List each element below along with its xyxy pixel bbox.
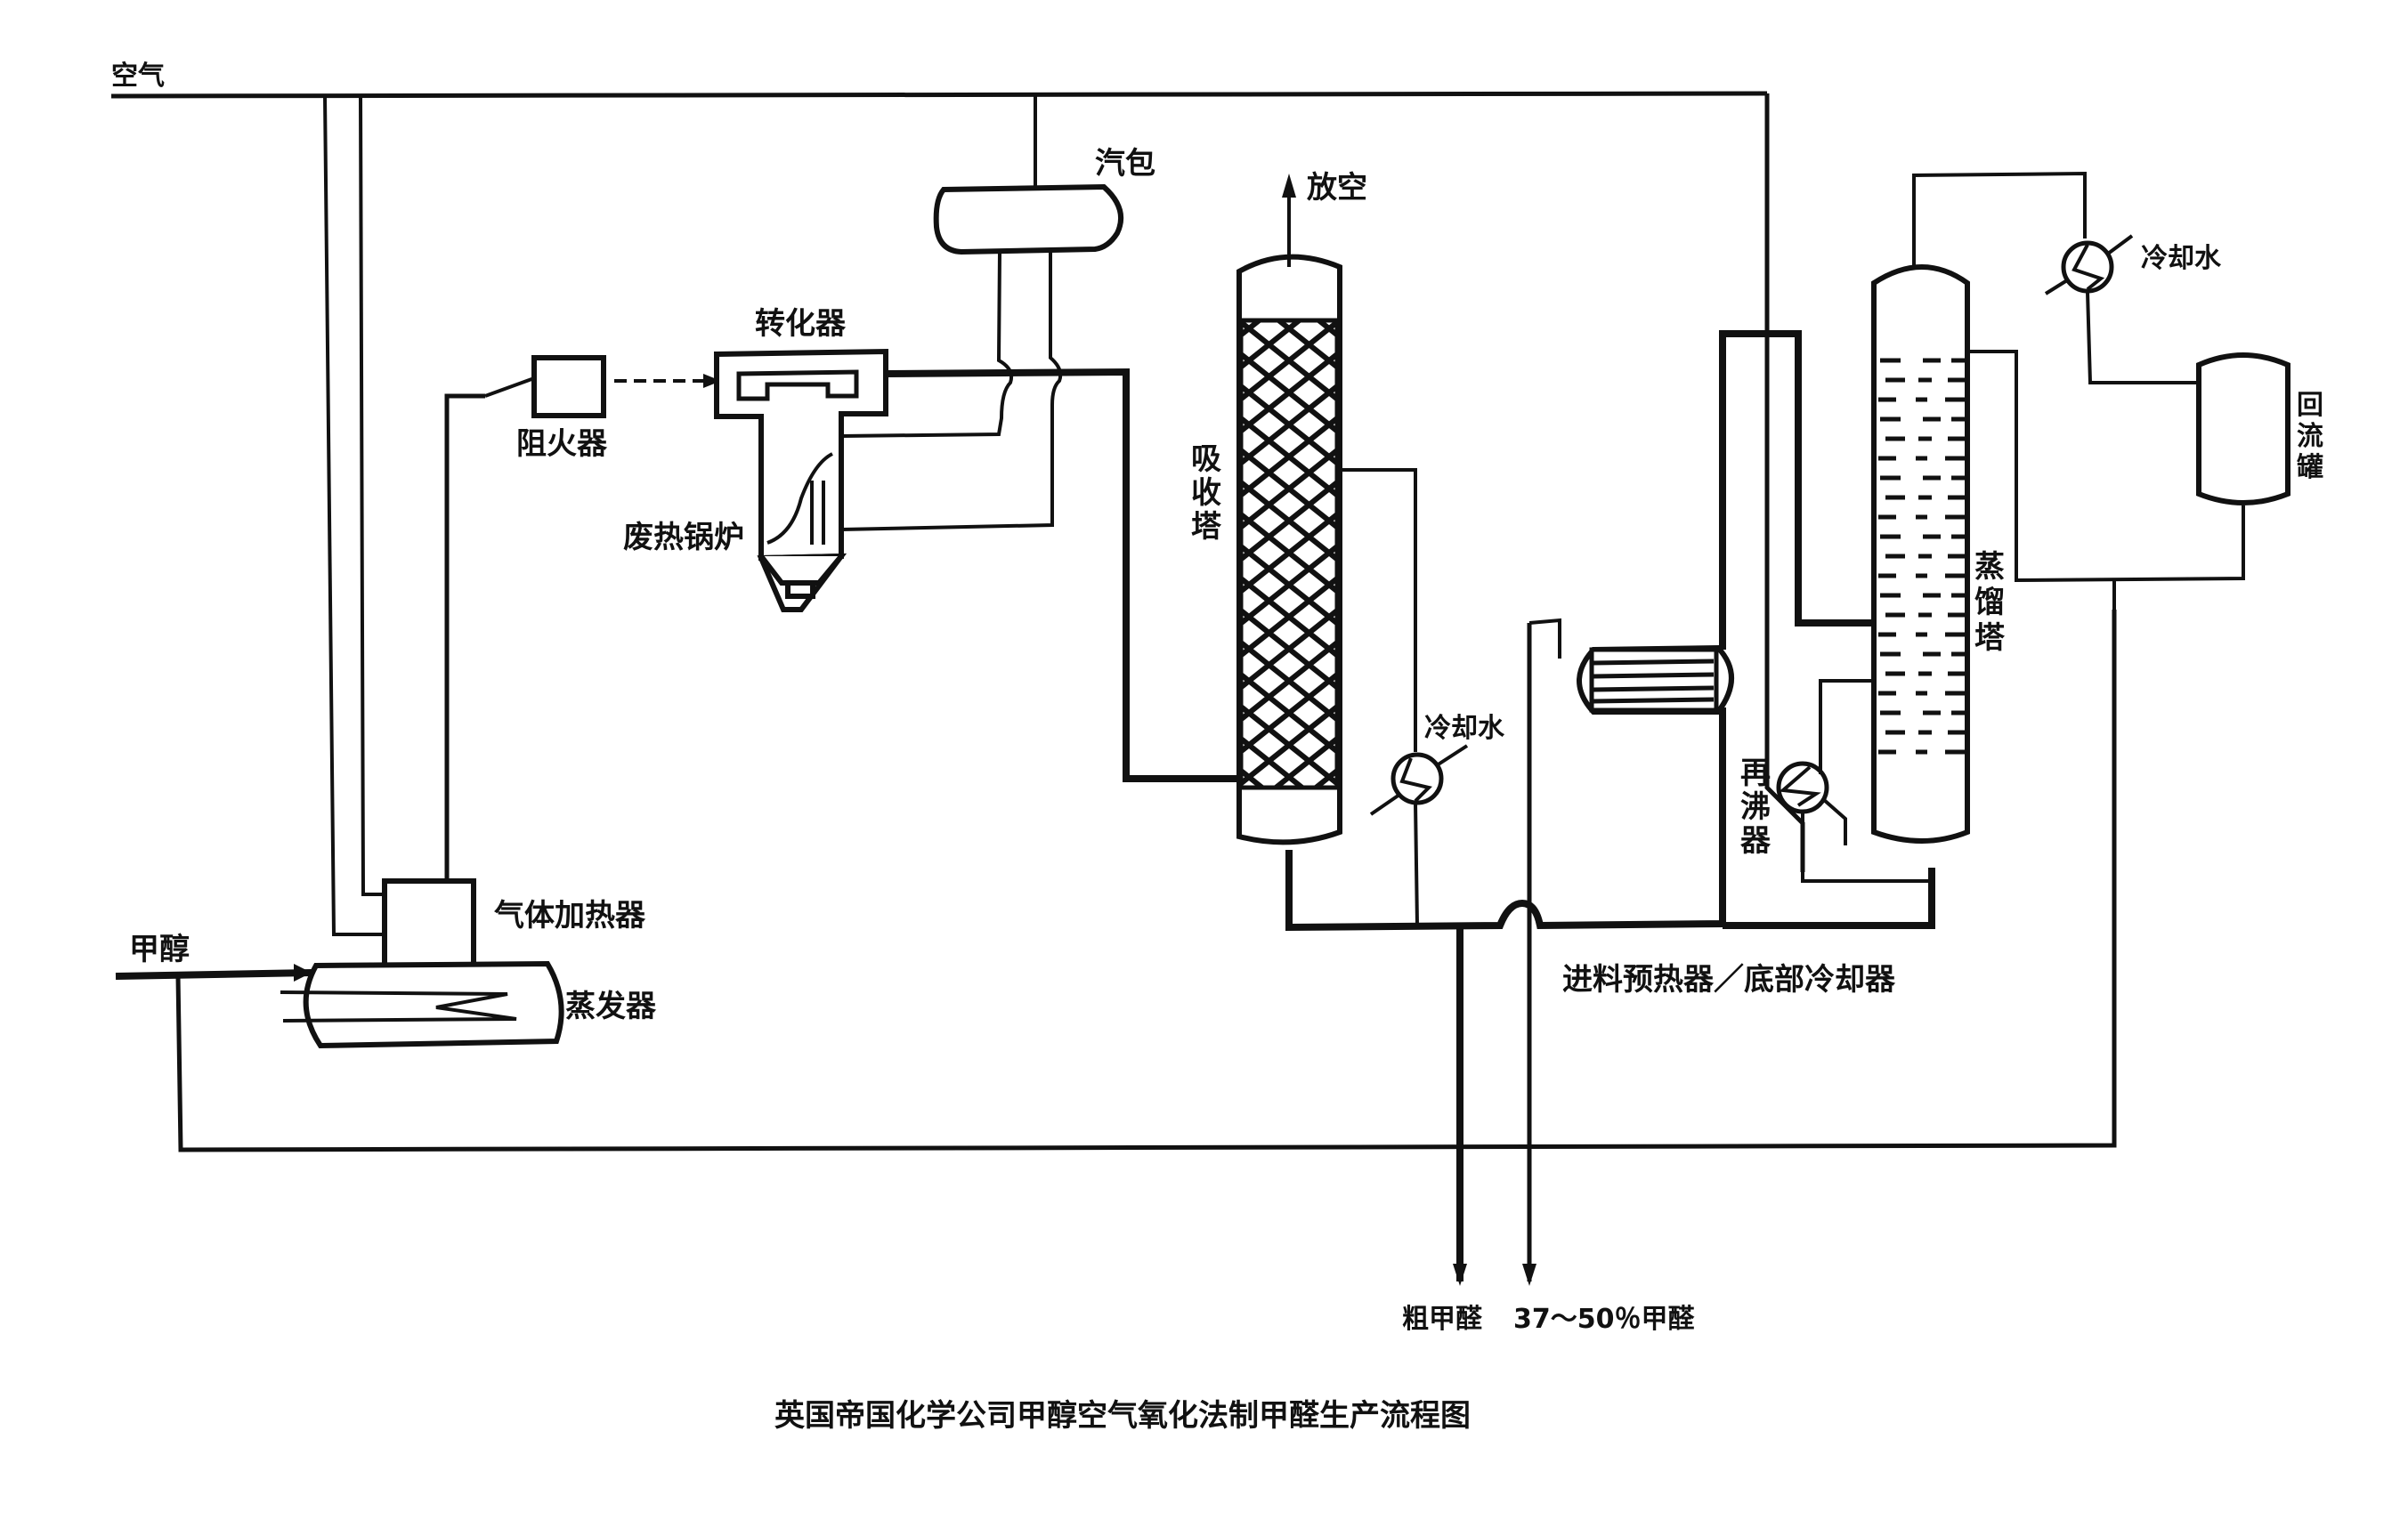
vent-arrow-icon	[1282, 174, 1296, 198]
crude-formaldehyde-label: 粗甲醛	[1402, 1304, 1483, 1335]
vent-label: 放空	[1307, 170, 1367, 206]
packing-line	[1273, 736, 1337, 786]
packing-line	[1241, 384, 1337, 465]
converter-label: 转化器	[755, 306, 847, 342]
air-label: 空气	[111, 61, 165, 92]
absorber-cooling-water-label: 冷却水	[1424, 713, 1505, 744]
absorber-cooler: 冷却水	[1340, 468, 1505, 926]
product-formaldehyde-label: 37～50％甲醛	[1513, 1304, 1695, 1335]
packing-line	[1241, 704, 1337, 786]
flame-arrester: 阻火器	[516, 355, 721, 462]
distillation-label-1: 蒸	[1974, 549, 2005, 585]
feed-preheater: 进料预热器／底部冷却器	[1562, 644, 1896, 998]
packing-line	[1241, 640, 1337, 722]
absorber-bottom-line	[1285, 707, 1726, 932]
distillation-feed-line	[1719, 330, 1874, 650]
packing-line	[1241, 672, 1337, 754]
packing-line	[1241, 512, 1337, 594]
packing-line	[1241, 608, 1337, 690]
evaporator-label: 蒸发器	[565, 989, 657, 1024]
reflux-drum-label-2: 流	[2297, 421, 2323, 452]
arrow-icon	[703, 374, 721, 388]
gas-heater: 气体加热器	[382, 878, 646, 968]
distillation-bottoms-line	[1723, 868, 1935, 929]
distillation-tower: 蒸 馏 塔	[1871, 264, 2006, 844]
reboiler-label-1: 再	[1740, 756, 1771, 791]
methanol-feed: 甲醇	[115, 376, 2117, 1152]
packing-line	[1241, 352, 1337, 433]
flame-arrester-label: 阻火器	[516, 426, 608, 462]
distillation-label-2: 馏	[1974, 585, 2005, 620]
arrow-icon	[1453, 1264, 1467, 1286]
distillation-label-3: 塔	[1974, 620, 2006, 656]
packing-line	[1241, 544, 1337, 626]
preheater-cooler-label: 进料预热器／底部冷却器	[1562, 962, 1896, 998]
packing-line	[1241, 322, 1337, 401]
gas-heater-label: 气体加热器	[493, 898, 646, 934]
absorber-label-3: 塔	[1191, 509, 1222, 545]
reboiler-label-2: 沸	[1740, 789, 1771, 825]
absorber-label-1: 吸	[1191, 441, 1221, 477]
reflux-drum-label-3: 罐	[2297, 452, 2323, 483]
methanol-feed-label: 甲醇	[129, 932, 190, 967]
reflux-drum-label-1: 回	[2297, 390, 2323, 421]
packing-line	[1241, 416, 1337, 497]
steam-drum-label: 汽包	[1095, 146, 1155, 182]
distillation-trays	[1878, 358, 1966, 755]
packing-line	[1241, 448, 1337, 530]
waste-heat-boiler-label: 废热锅炉	[623, 520, 744, 555]
converter-outlet-line	[885, 368, 1237, 782]
reboiler-label-3: 器	[1740, 823, 1772, 859]
diagram-caption: 英国帝国化学公司甲醇空气氧化法制甲醛生产流程图	[774, 1398, 1471, 1434]
evaporator: 蒸发器	[280, 960, 657, 1049]
overhead-vapor-line	[1912, 171, 2087, 267]
packing-hatch	[1241, 322, 1337, 786]
packing-line	[1241, 576, 1337, 658]
reflux-drum: 回 流 罐	[1967, 350, 2323, 610]
condenser-cooling-water-label: 冷却水	[2141, 243, 2222, 274]
packing-line	[1313, 768, 1337, 786]
packing-line	[1241, 768, 1265, 786]
packing-line	[1241, 322, 1301, 369]
absorber-label-2: 收	[1191, 475, 1221, 511]
arrow-icon	[1522, 1264, 1536, 1286]
condenser: 冷却水	[2044, 234, 2222, 384]
waste-heat-boiler: 废热锅炉	[623, 452, 847, 612]
steam-drum: 汽包	[840, 93, 1155, 531]
arrow-icon	[294, 964, 312, 982]
absorber: 放空 吸 收 塔	[1191, 170, 1367, 845]
reboiler: 再 沸 器	[1740, 679, 1932, 883]
packing-line	[1241, 480, 1337, 562]
